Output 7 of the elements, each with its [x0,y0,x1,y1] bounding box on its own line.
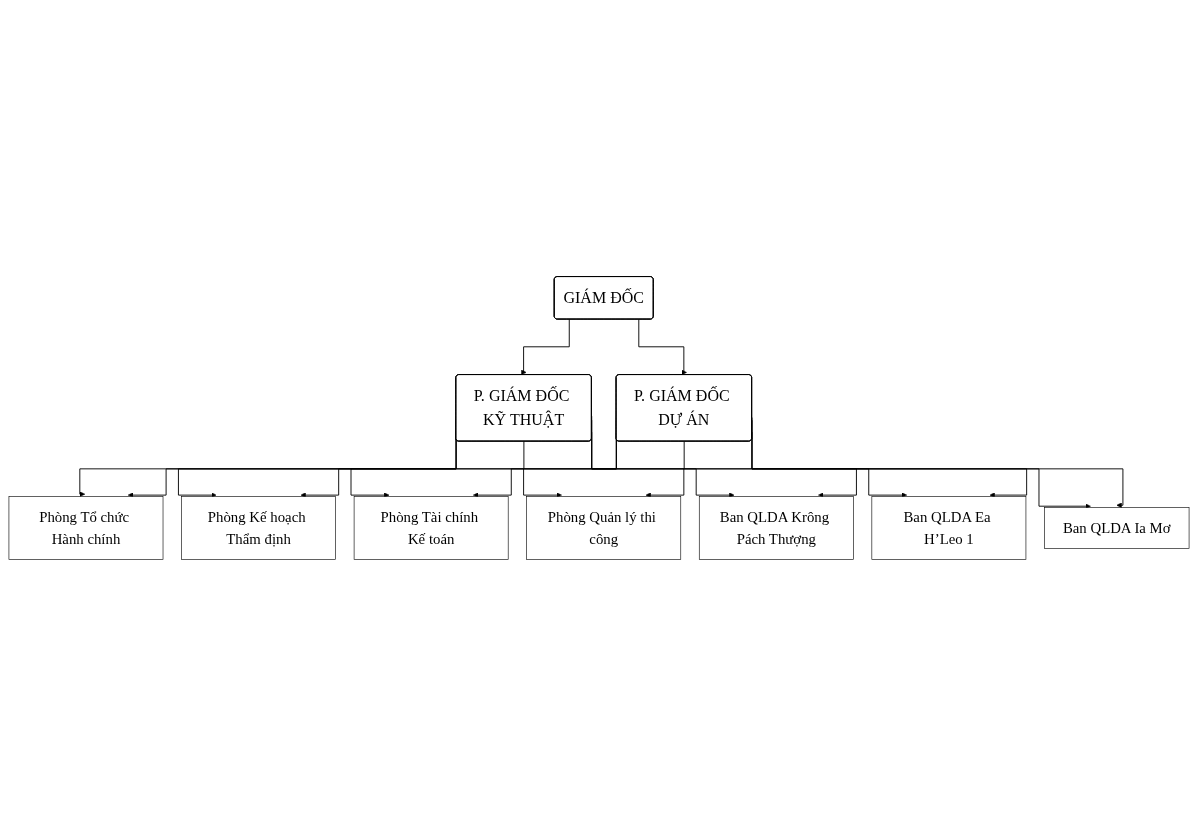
node-box: Phòng Tổ chức Hành chính [8,496,163,560]
node-box: Phòng Kế hoạch Thẩm định [180,496,336,560]
node-box: Ban QLDA Krông Pách Thượng [698,496,854,560]
node-box: Phòng Quản lý thi công [525,496,681,560]
node-box: Ban QLDA Ea H’Leo 1 [871,496,1026,560]
node-box: Ban QLDA Ia Mơ [1043,507,1189,549]
node-box: Phòng Tài chính Kế toán [353,496,508,560]
